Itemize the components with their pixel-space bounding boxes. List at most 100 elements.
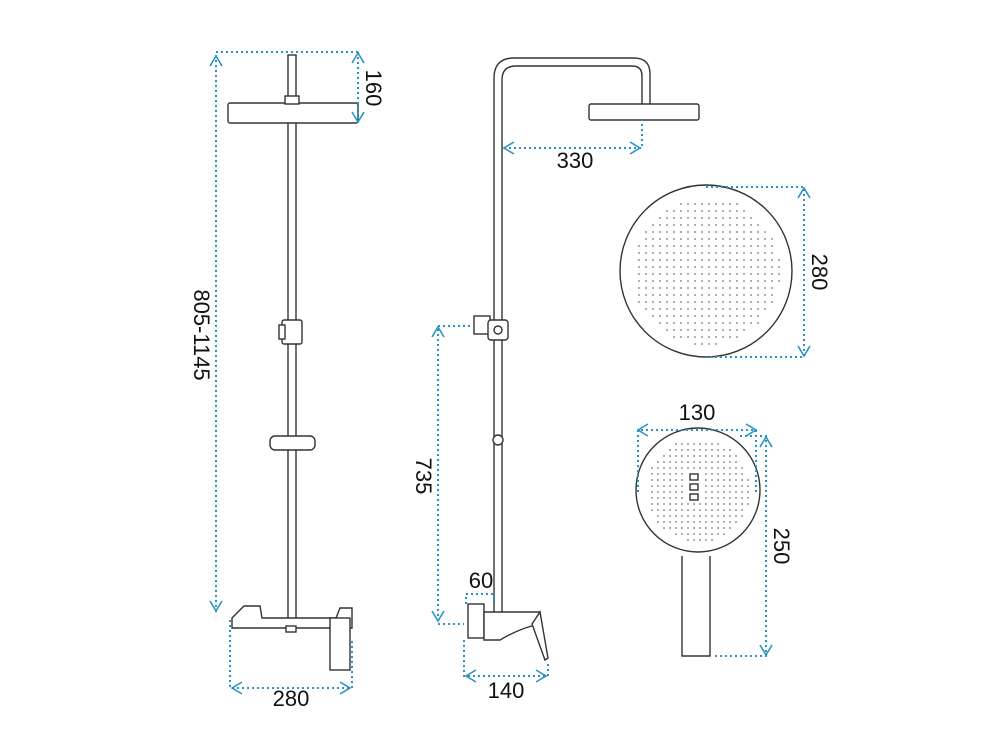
nozzle-dot <box>722 224 724 226</box>
nozzle-dot <box>687 467 689 469</box>
nozzle-dot <box>659 308 661 310</box>
nozzle-dot <box>687 336 689 338</box>
front-width-arrow-right <box>339 681 352 695</box>
nozzle-dot <box>743 322 745 324</box>
nozzle-dot <box>743 308 745 310</box>
nozzle-dot <box>747 491 749 493</box>
nozzle-dot <box>705 479 707 481</box>
nozzle-dot <box>638 266 640 268</box>
nozzle-dot <box>680 301 682 303</box>
nozzle-dot <box>663 521 665 523</box>
nozzle-dot <box>657 509 659 511</box>
nozzle-dot <box>723 515 725 517</box>
nozzle-dot <box>681 503 683 505</box>
nozzle-dot <box>729 203 731 205</box>
side-arm-dim-line <box>504 120 643 149</box>
nozzle-dot <box>701 343 703 345</box>
nozzle-dot <box>638 294 640 296</box>
nozzle-dot <box>687 308 689 310</box>
front-width-label: 280 <box>273 686 310 711</box>
nozzle-dot <box>708 287 710 289</box>
nozzle-dot <box>666 301 668 303</box>
rain-head-top-view: 280 <box>619 184 832 358</box>
nozzle-dot <box>669 509 671 511</box>
nozzle-dot <box>659 252 661 254</box>
nozzle-dot <box>750 273 752 275</box>
nozzle-dot <box>694 329 696 331</box>
nozzle-dot <box>743 217 745 219</box>
hand-mode-button-2 <box>689 483 699 491</box>
nozzle-dot <box>771 266 773 268</box>
nozzle-dot <box>652 252 654 254</box>
nozzle-dot <box>705 533 707 535</box>
nozzle-dot <box>715 266 717 268</box>
nozzle-dot <box>701 224 703 226</box>
side-base-dim-line <box>463 640 549 677</box>
nozzle-dot <box>723 455 725 457</box>
nozzle-dot <box>680 231 682 233</box>
nozzle-dot <box>699 443 701 445</box>
nozzle-dot <box>729 521 731 523</box>
nozzle-dot <box>652 287 654 289</box>
nozzle-dot <box>723 509 725 511</box>
nozzle-dot <box>705 473 707 475</box>
nozzle-dot <box>681 491 683 493</box>
nozzle-dot <box>666 252 668 254</box>
nozzle-dot <box>729 210 731 212</box>
nozzle-dot <box>681 479 683 481</box>
nozzle-dot <box>764 231 766 233</box>
nozzle-dot <box>681 509 683 511</box>
nozzle-dot <box>750 245 752 247</box>
nozzle-dot <box>680 238 682 240</box>
nozzle-dot <box>694 315 696 317</box>
nozzle-dot <box>680 224 682 226</box>
nozzle-dot <box>666 245 668 247</box>
nozzle-dot <box>666 308 668 310</box>
nozzle-dot <box>747 497 749 499</box>
nozzle-dot <box>708 245 710 247</box>
nozzle-dot <box>681 497 683 499</box>
nozzle-dot <box>669 467 671 469</box>
nozzle-dot <box>681 461 683 463</box>
nozzle-dot <box>736 252 738 254</box>
hand-mode-button-3 <box>689 493 699 501</box>
nozzle-dot <box>693 527 695 529</box>
nozzle-dot <box>729 238 731 240</box>
nozzle-dot <box>659 266 661 268</box>
nozzle-dot <box>669 449 671 451</box>
nozzle-dot <box>693 455 695 457</box>
nozzle-dot <box>757 259 759 261</box>
nozzle-dot <box>699 503 701 505</box>
nozzle-dot <box>729 497 731 499</box>
nozzle-dot <box>666 322 668 324</box>
nozzle-dot <box>757 231 759 233</box>
nozzle-dot <box>736 231 738 233</box>
nozzle-dot <box>657 485 659 487</box>
nozzle-dot <box>663 455 665 457</box>
nozzle-dot <box>673 308 675 310</box>
nozzle-dot <box>717 491 719 493</box>
nozzle-dot <box>735 515 737 517</box>
nozzle-dot <box>673 238 675 240</box>
nozzle-dot <box>680 322 682 324</box>
nozzle-dot <box>694 336 696 338</box>
nozzle-dot <box>722 287 724 289</box>
nozzle-dot <box>708 203 710 205</box>
nozzle-dot <box>645 280 647 282</box>
nozzle-dot <box>694 301 696 303</box>
nozzle-dot <box>729 449 731 451</box>
nozzle-dot <box>717 467 719 469</box>
nozzle-dot <box>693 533 695 535</box>
nozzle-dot <box>666 210 668 212</box>
nozzle-dot <box>701 273 703 275</box>
nozzle-dot <box>659 287 661 289</box>
nozzle-dot <box>681 467 683 469</box>
nozzle-dot <box>717 515 719 517</box>
front-top-label: 160 <box>361 70 386 107</box>
nozzle-dot <box>741 473 743 475</box>
nozzle-dot <box>701 315 703 317</box>
nozzle-dot <box>729 252 731 254</box>
nozzle-dot <box>750 301 752 303</box>
nozzle-dot <box>680 315 682 317</box>
nozzle-dot <box>657 467 659 469</box>
